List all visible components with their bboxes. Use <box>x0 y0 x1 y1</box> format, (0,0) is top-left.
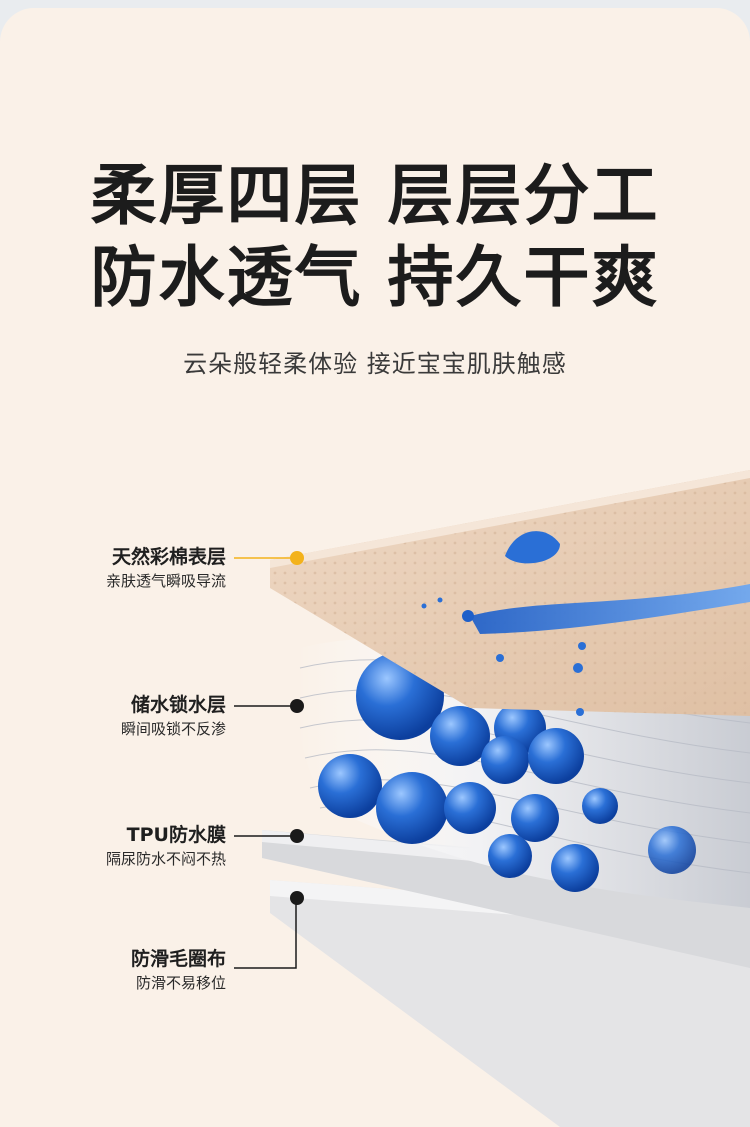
subtitle: 云朵般轻柔体验 接近宝宝肌肤触感 <box>183 350 567 378</box>
layer-1-marker-dot <box>290 551 304 565</box>
layer-illustration <box>234 470 750 1127</box>
layer-desc: 防滑不易移位 <box>135 974 226 992</box>
water-beads <box>318 652 696 892</box>
label-connectors <box>234 557 297 969</box>
layer-title: 储水锁水层 <box>130 694 226 716</box>
product-feature-card: 柔厚四层 层层分工 防水透气 持久干爽 云朵般轻柔体验 接近宝宝肌肤触感 <box>0 8 750 1127</box>
layer-label-absorbent: 储水锁水层 瞬间吸锁不反渗 <box>121 692 226 740</box>
layer-desc: 隔尿防水不闷不热 <box>105 850 226 868</box>
water-stream <box>421 531 750 716</box>
layer-title: TPU防水膜 <box>126 824 226 846</box>
cotton-surface-layer <box>270 470 750 716</box>
layer-title: 天然彩棉表层 <box>111 546 226 568</box>
headline-line-1: 柔厚四层 层层分工 <box>90 157 660 234</box>
layer-2-marker-dot <box>290 699 304 713</box>
layer-label-anti-slip: 防滑毛圈布 防滑不易移位 <box>131 946 226 994</box>
layer-label-cotton: 天然彩棉表层 亲肤透气瞬吸导流 <box>106 544 226 592</box>
layer-desc: 瞬间吸锁不反渗 <box>120 720 226 738</box>
layer-4-marker-dot <box>290 891 304 905</box>
layer-desc: 亲肤透气瞬吸导流 <box>105 572 226 590</box>
headline-line-2: 防水透气 持久干爽 <box>90 239 660 316</box>
layer-3-marker-dot <box>290 829 304 843</box>
layer-label-tpu: TPU防水膜 隔尿防水不闷不热 <box>106 822 226 870</box>
layer-title: 防滑毛圈布 <box>130 948 226 970</box>
